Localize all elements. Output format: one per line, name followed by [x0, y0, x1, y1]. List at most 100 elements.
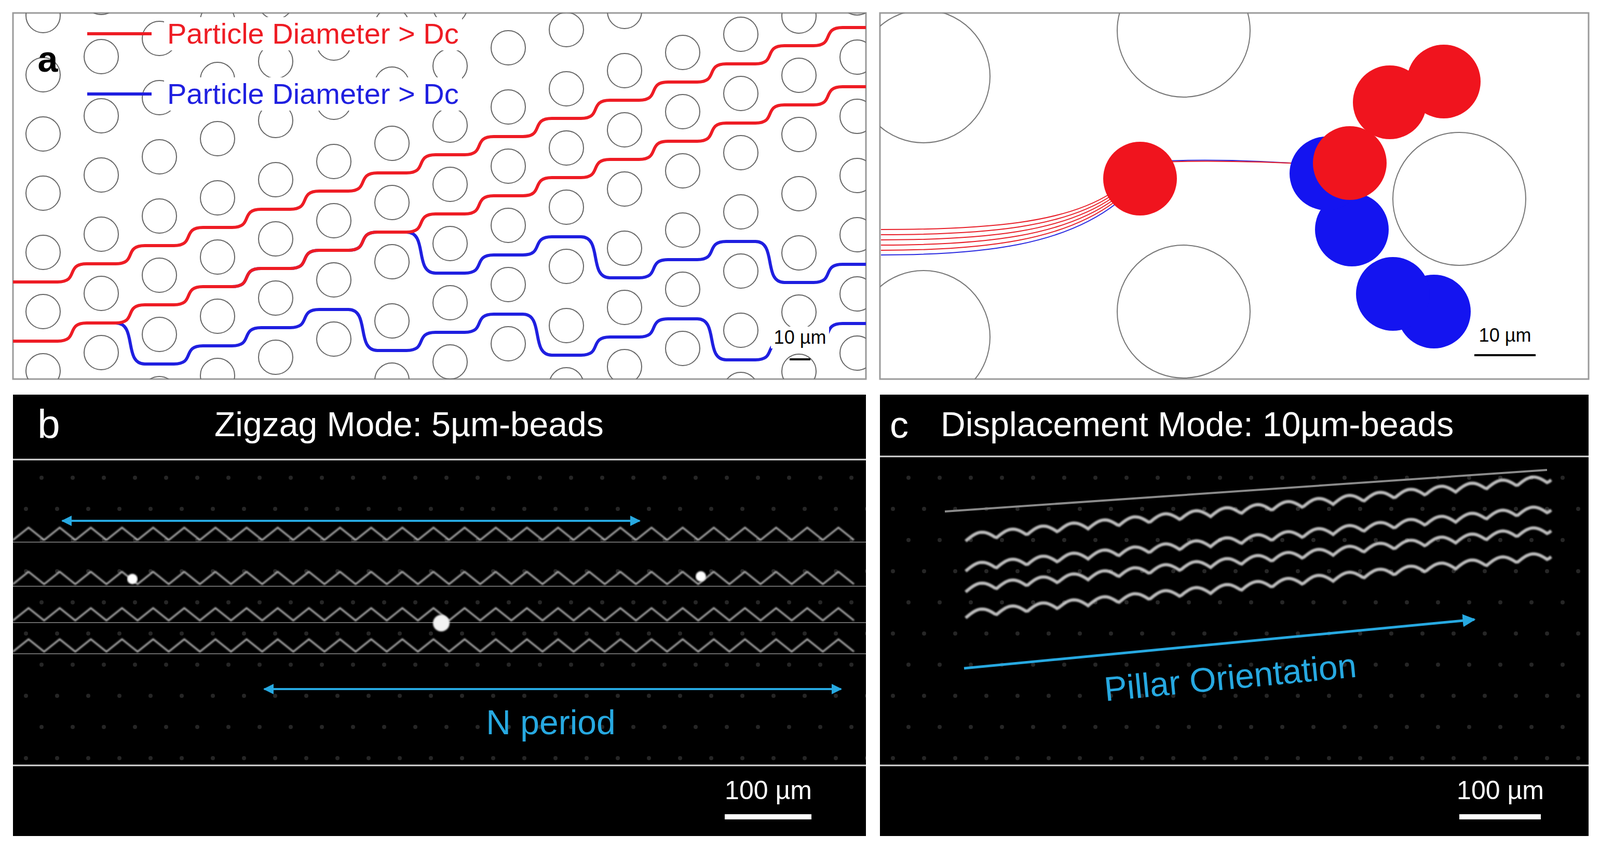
- pillar-shadow: [984, 631, 989, 636]
- pillar-shadow: [241, 506, 247, 511]
- pillar-shadow: [646, 631, 652, 636]
- pillar-shadow: [771, 755, 776, 761]
- large-particle: [1352, 65, 1427, 140]
- pillar-shadow: [921, 631, 927, 636]
- pillar-shadow: [382, 600, 387, 605]
- pillar-shadow: [921, 568, 927, 574]
- pillar: [25, 294, 61, 329]
- pillar: [839, 276, 866, 311]
- pillar: [839, 217, 866, 252]
- pillar-shadow: [382, 662, 387, 667]
- zigzag-trace: [12, 571, 854, 585]
- pillar-shadow: [1389, 631, 1394, 636]
- pillar: [549, 367, 584, 379]
- pillar-shadow: [1217, 724, 1223, 729]
- pillar: [258, 340, 293, 375]
- pillar: [491, 148, 526, 184]
- pillar-shadow: [195, 475, 200, 480]
- panel-letter: b: [37, 401, 60, 449]
- pillar-shadow: [1233, 631, 1238, 636]
- pillar: [142, 376, 177, 379]
- pillar-shadow: [1186, 475, 1191, 480]
- pillar-shadow: [132, 600, 138, 605]
- pillar-shadow: [999, 724, 1005, 729]
- pillar-shadow: [1077, 568, 1082, 574]
- pillar-shadow: [273, 755, 278, 761]
- pillar-shadow: [1311, 600, 1316, 605]
- pillar-shadow: [1389, 506, 1394, 511]
- pillar-shadow: [1576, 568, 1581, 574]
- annotation: Pillar Orientation: [1102, 645, 1359, 710]
- pillar: [549, 190, 584, 225]
- panel-title: Displacement Mode: 10µm-beads: [940, 404, 1454, 445]
- scale-bar: [789, 358, 811, 361]
- pillar-shadow: [444, 662, 449, 667]
- pillar-shadow: [117, 631, 122, 636]
- pillar-shadow: [1280, 475, 1285, 480]
- pillar-shadow: [1202, 755, 1207, 761]
- pillar-shadow: [906, 662, 911, 667]
- pillar-shadow: [646, 693, 652, 698]
- pillar-shadow: [615, 506, 620, 511]
- pillar-shadow: [1202, 568, 1207, 574]
- pillar-shadow: [117, 693, 122, 698]
- scale-label: 10 µm: [770, 326, 830, 348]
- pillar-shadow: [921, 506, 927, 511]
- pillar-shadow: [413, 600, 418, 605]
- pillar-shadow: [226, 662, 231, 667]
- pillar-shadow: [459, 506, 465, 511]
- pillar-shadow: [1560, 662, 1565, 667]
- pillar: [549, 130, 584, 166]
- panel-letter: a: [37, 38, 59, 81]
- pillar-shadow: [86, 693, 91, 698]
- pillar-shadow: [86, 755, 91, 761]
- pillar-shadow: [1311, 475, 1316, 480]
- pillar-shadow: [1264, 755, 1269, 761]
- pillar: [491, 30, 526, 65]
- pillar-shadow: [553, 506, 558, 511]
- pillar-shadow: [273, 631, 278, 636]
- pillar-shadow: [1186, 724, 1191, 729]
- micrograph-panel: [879, 394, 1589, 836]
- pillar-shadow: [771, 693, 776, 698]
- pillar-shadow: [1031, 724, 1036, 729]
- pillar-shadow: [600, 475, 605, 480]
- pillar-shadow: [1482, 568, 1487, 574]
- pillar: [84, 217, 119, 252]
- zigzag-trace: [12, 527, 854, 540]
- pillar-shadow: [397, 755, 402, 761]
- pillar-shadow: [1420, 631, 1425, 636]
- pillar: [432, 167, 468, 202]
- displacement-trace: [965, 553, 1552, 618]
- pillar-shadow: [709, 693, 714, 698]
- pillar-shadow: [740, 693, 745, 698]
- pillar-shadow: [1015, 631, 1020, 636]
- pillar-shadow: [937, 724, 942, 729]
- trace-streak: [12, 585, 866, 587]
- pillar: [1392, 132, 1526, 266]
- pillar-shadow: [70, 600, 75, 605]
- pillar-shadow: [1015, 693, 1020, 698]
- pillar-shadow: [693, 724, 698, 729]
- pillar-shadow: [257, 662, 262, 667]
- pillar-shadow: [1202, 506, 1207, 511]
- large-particle: [1103, 141, 1177, 216]
- legend-text: Particle Diameter > Dc: [164, 77, 463, 111]
- pillar-shadow: [693, 600, 698, 605]
- bead: [127, 573, 138, 585]
- pillar-shadow: [584, 693, 589, 698]
- pillar-shadow: [1046, 506, 1051, 511]
- pillar-shadow: [55, 631, 60, 636]
- pillar-shadow: [1498, 724, 1503, 729]
- pillar-shadow: [678, 631, 683, 636]
- pillar-shadow: [755, 475, 761, 480]
- pillar-shadow: [984, 568, 989, 574]
- pillar-shadow: [906, 475, 911, 480]
- bead-traces: [12, 475, 866, 761]
- large-particle: [1312, 126, 1387, 200]
- pillar-shadow: [631, 475, 636, 480]
- pillar-shadow: [968, 724, 973, 729]
- pillar-shadow: [179, 506, 184, 511]
- pillar-shadow: [1077, 693, 1082, 698]
- pillar: [432, 226, 468, 261]
